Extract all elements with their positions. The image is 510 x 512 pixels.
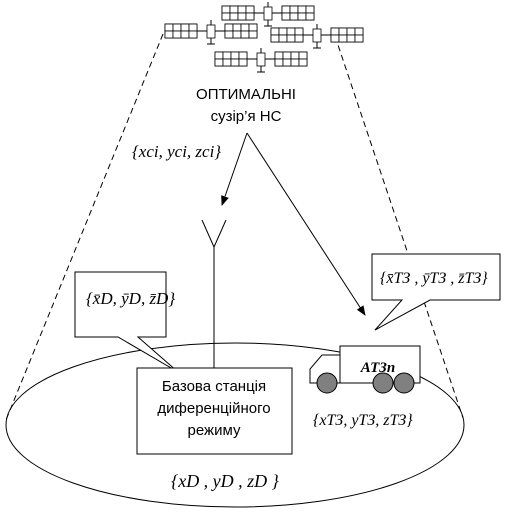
vehicle-coords-label: {xТЗ, yТЗ, zТЗ} — [313, 412, 413, 429]
base-station-label-line3: режиму — [188, 422, 241, 439]
satellite-icon — [164, 20, 258, 45]
satellite-caption-line1: ОПТИМАЛЬНІ — [196, 86, 296, 103]
coverage-cone-right — [334, 35, 464, 419]
satellite-icon — [214, 48, 308, 73]
base-coords-label: {xD , yD , zD } — [171, 471, 280, 491]
base-station-label-line2: диференційного — [157, 400, 270, 417]
base-station-label-line1: Базова станція — [162, 378, 266, 395]
signal-arrow-to-base — [221, 132, 248, 206]
coverage-cone-left — [5, 33, 164, 421]
signal-arrow-to-vehicle — [246, 132, 366, 316]
vehicle-label: АТЗп — [360, 360, 396, 376]
satellite-icon — [221, 2, 315, 27]
base-station-box — [136, 367, 293, 455]
vehicle-estimate-callout: {x̄ТЗ , ȳТЗ , z̄ТЗ} — [371, 253, 501, 331]
satellite-caption-line2: сузір’я НС — [211, 108, 282, 125]
satellite-icon — [270, 24, 364, 49]
vehicle-truck-icon: АТЗп — [309, 345, 421, 394]
satellite-coords-label: {xci, yci, zci} — [132, 142, 221, 161]
vehicle-estimate-label: {x̄ТЗ , ȳТЗ , z̄ТЗ} — [380, 270, 488, 287]
base-estimate-label: {x̄D, ȳD, z̄D} — [86, 289, 175, 308]
coverage-ellipse — [5, 342, 465, 508]
base-estimate-callout: {x̄D, ȳD, z̄D} — [74, 271, 179, 373]
antenna-icon — [201, 219, 227, 368]
